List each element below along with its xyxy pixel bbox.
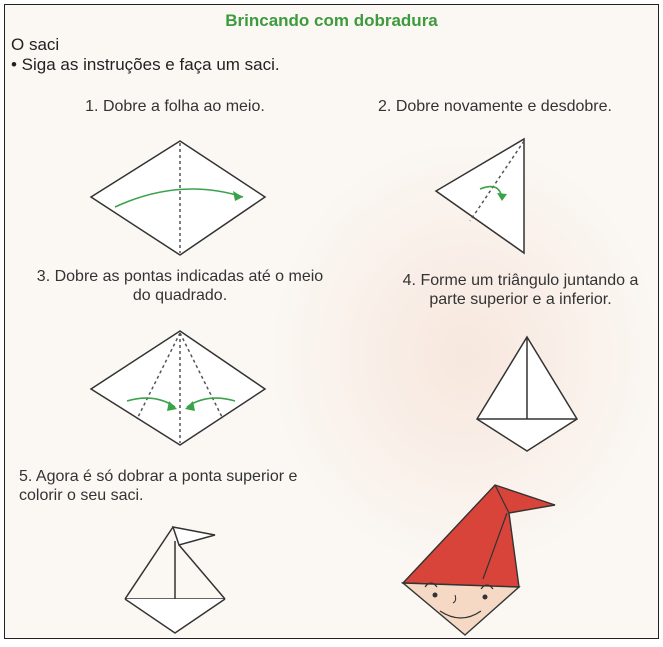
- step-5-diagram: [124, 526, 226, 634]
- worksheet-page: Brincando com dobradura O saci • Siga as…: [4, 4, 659, 639]
- step-5-text: 5. Agora é só dobrar a ponta superior e …: [19, 468, 298, 504]
- step-4-text: 4. Forme um triângulo juntando a parte s…: [402, 272, 639, 308]
- step-4-diagram: [475, 335, 579, 452]
- step-3-text: 3. Dobre as pontas indicadas até o meio …: [36, 268, 324, 304]
- page-title: Brincando com dobradura: [225, 11, 438, 30]
- finished-saci-illustration: [400, 484, 556, 636]
- step-2-diagram: [434, 137, 525, 255]
- page-subtitle: O saci: [11, 35, 60, 54]
- step-2-text: 2. Dobre novamente e desdobre.: [378, 98, 612, 115]
- instruction-text: • Siga as instruções e faça um saci.: [11, 55, 280, 74]
- step-1-diagram: [89, 140, 267, 256]
- step-1-text: 1. Dobre a folha ao meio.: [85, 98, 265, 115]
- step-3-diagram: [89, 330, 267, 446]
